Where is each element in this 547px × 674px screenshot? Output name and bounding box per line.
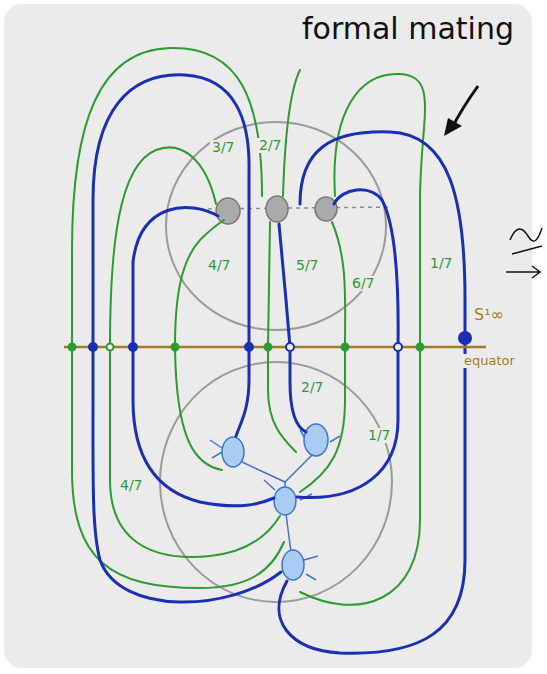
green-dot <box>107 344 114 351</box>
angle-label: 6/7 <box>350 276 377 291</box>
tree-branch <box>286 514 291 552</box>
map-arrow <box>506 266 540 278</box>
circle-name: S¹∞ <box>472 306 506 324</box>
angle-label: 3/7 <box>210 140 237 155</box>
top-sphere-disk <box>166 122 386 330</box>
gray-blob <box>216 198 240 224</box>
blue-dot <box>286 343 294 351</box>
blue-ray <box>297 190 398 498</box>
tree-branch <box>242 455 312 482</box>
blue-dot <box>245 343 253 351</box>
green-dot <box>417 344 424 351</box>
tilde-bar <box>512 246 542 254</box>
green-ray <box>283 70 300 196</box>
blue-rays <box>93 75 465 653</box>
angle-label: 2/7 <box>257 138 284 153</box>
callout-note: formal mating <box>300 12 516 45</box>
blue-ray <box>279 224 306 432</box>
blue-dot <box>394 343 402 351</box>
angle-label: 4/7 <box>118 478 145 493</box>
green-dot <box>69 344 76 351</box>
green-dot <box>342 344 349 351</box>
angle-label: 4/7 <box>206 258 233 273</box>
angle-label: 1/7 <box>366 428 393 443</box>
green-ray <box>110 147 280 556</box>
gray-blob <box>266 196 288 222</box>
blue-ray <box>93 75 281 602</box>
blue-ray <box>133 207 274 505</box>
paper-ground <box>4 4 532 668</box>
blue-blob <box>274 487 296 515</box>
tilde-symbol <box>510 228 542 241</box>
blue-dot <box>89 343 97 351</box>
gray-blob <box>315 197 337 221</box>
green-dot <box>265 344 272 351</box>
angle-label: 2/7 <box>299 380 326 395</box>
green-dot <box>172 344 179 351</box>
blue-ray <box>279 132 465 653</box>
angle-label: 1/7 <box>428 256 455 271</box>
angle-label: 5/7 <box>294 258 321 273</box>
blue-blob <box>282 550 304 580</box>
blue-blob <box>304 424 328 456</box>
blue-dot <box>459 332 471 344</box>
blue-dot <box>129 343 137 351</box>
equator-dots <box>69 332 472 351</box>
callout-arrow <box>452 86 478 128</box>
bottom-sphere-disk <box>160 362 392 602</box>
green-ray <box>300 74 425 605</box>
equator-label: equator <box>462 354 517 368</box>
blue-blob <box>222 437 244 467</box>
callout-arrowhead <box>444 118 462 136</box>
